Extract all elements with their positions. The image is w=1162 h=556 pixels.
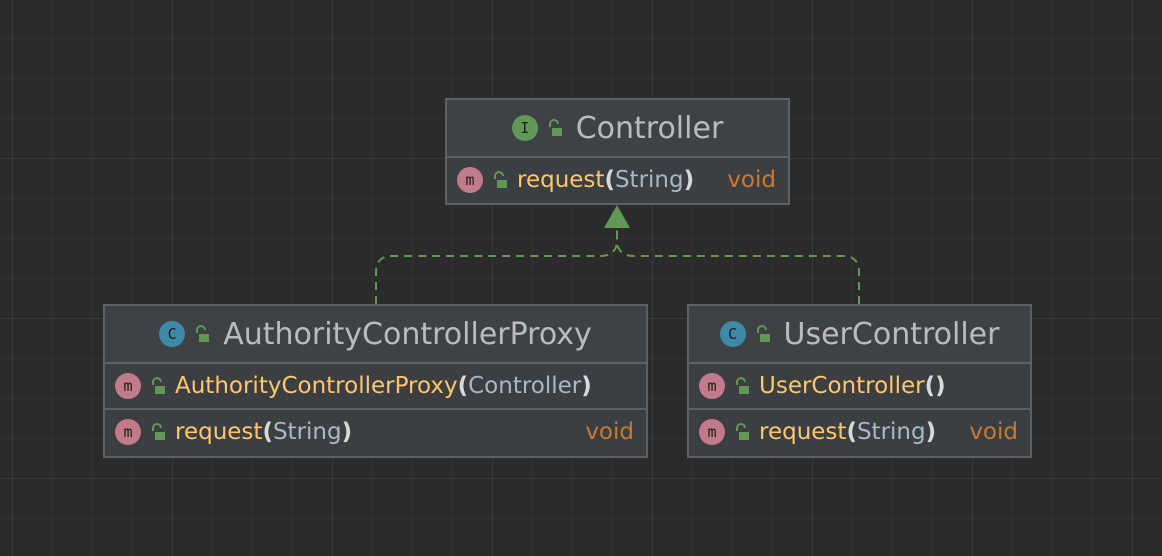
node-header: C UserController — [689, 306, 1030, 364]
method-row[interactable]: m UserController() — [689, 364, 1030, 410]
return-type: void — [585, 419, 634, 445]
interface-icon: I — [511, 115, 538, 141]
close-paren: ) — [341, 419, 353, 445]
method-row[interactable]: m request(String) void — [689, 410, 1030, 454]
public-lock-icon — [736, 377, 749, 395]
node-title: Controller — [575, 110, 724, 146]
edge-authority-proxy-to-controller[interactable] — [375, 228, 618, 304]
public-lock-icon — [736, 423, 749, 441]
public-lock-icon — [756, 325, 770, 343]
authority-controller-proxy-node[interactable]: C AuthorityControllerProxy m AuthorityCo… — [103, 304, 648, 458]
method-icon: m — [115, 419, 141, 445]
node-header: I Controller — [447, 100, 788, 158]
controller-interface-node[interactable]: I Controller m request(String) void — [445, 98, 790, 205]
close-paren: ) — [581, 373, 592, 399]
public-lock-icon — [494, 171, 507, 189]
open-paren: ( — [846, 419, 857, 445]
open-paren: ( — [457, 373, 469, 399]
method-row[interactable]: m request(String) void — [447, 158, 788, 202]
realization-arrowhead — [604, 205, 630, 228]
close-paren: ) — [683, 167, 695, 193]
param-type: String — [614, 167, 684, 193]
method-row[interactable]: m AuthorityControllerProxy(Controller) — [105, 364, 646, 410]
node-title: UserController — [783, 316, 1000, 352]
class-icon: C — [159, 321, 186, 347]
method-row[interactable]: m request(String) void — [105, 410, 646, 454]
open-paren: ( — [924, 373, 936, 399]
method-name: UserController — [759, 373, 925, 399]
param-type: String — [272, 419, 342, 445]
node-title: AuthorityControllerProxy — [223, 316, 592, 352]
method-name: AuthorityControllerProxy — [175, 373, 458, 399]
param-type: String — [856, 419, 926, 445]
param-type: Controller — [468, 373, 582, 399]
public-lock-icon — [196, 325, 210, 343]
public-lock-icon — [152, 377, 165, 395]
method-icon: m — [115, 373, 141, 399]
node-header: C AuthorityControllerProxy — [105, 306, 646, 364]
edge-user-controller-to-controller[interactable] — [616, 228, 860, 304]
method-name: request — [175, 419, 263, 445]
close-paren: ) — [925, 419, 937, 445]
method-icon: m — [699, 419, 725, 445]
method-icon: m — [457, 167, 483, 193]
class-icon: C — [719, 321, 746, 347]
close-paren: ) — [935, 373, 946, 399]
method-name: request — [517, 167, 605, 193]
open-paren: ( — [262, 419, 273, 445]
return-type: void — [727, 167, 776, 193]
open-paren: ( — [604, 167, 615, 193]
public-lock-icon — [548, 119, 562, 137]
method-name: request — [759, 419, 847, 445]
user-controller-node[interactable]: C UserController m UserController() m re… — [687, 304, 1032, 458]
public-lock-icon — [152, 423, 165, 441]
return-type: void — [969, 419, 1018, 445]
method-icon: m — [699, 373, 725, 399]
